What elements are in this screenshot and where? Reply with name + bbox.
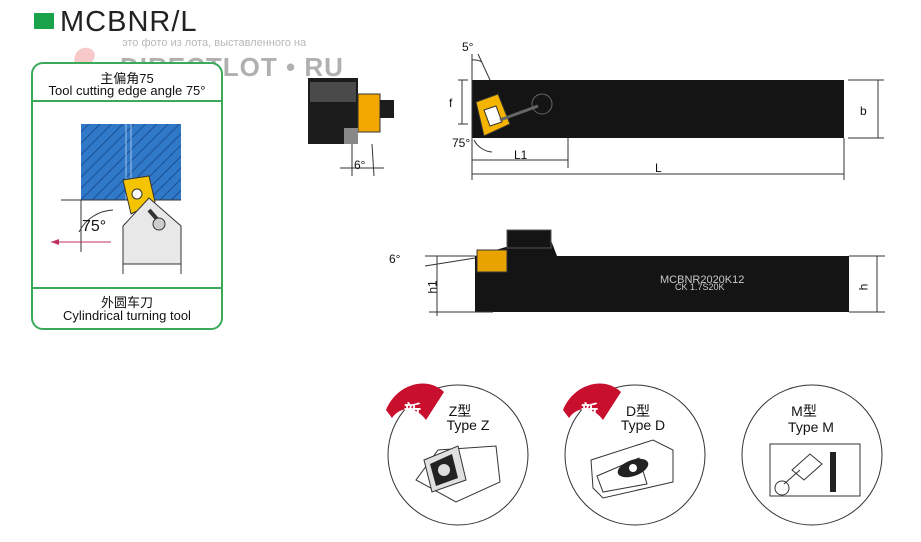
- svg-text:CK 1.7S20K: CK 1.7S20K: [675, 282, 725, 292]
- side-angle-label: 6°: [354, 158, 366, 172]
- dimension-f-label: f: [449, 96, 453, 110]
- tool-top-view: [458, 53, 884, 180]
- tool-end-view: [308, 78, 394, 177]
- cutting-diagram: [51, 124, 182, 274]
- panel-bottom-divider: [31, 287, 223, 289]
- corner-angle-label: 75°: [452, 136, 471, 150]
- type-d-diagram: [563, 383, 706, 526]
- dimension-h1-label: h1: [425, 280, 440, 294]
- panel-top-divider: [31, 100, 223, 102]
- dimension-b-label: b: [860, 104, 867, 118]
- page-title: MCBNR/L: [60, 6, 198, 38]
- type-z-badge: 新: [404, 402, 421, 421]
- type-d-badge: 新: [581, 402, 598, 421]
- angle-caption-cn: 主偏角75: [100, 71, 154, 86]
- title-color-box: [34, 13, 54, 29]
- dimension-L1-label: L1: [514, 148, 528, 162]
- footer-caption-cn: 外圆车刀: [100, 295, 153, 310]
- panel-angle-label: 75°: [82, 218, 107, 235]
- type-z-cn: Z型: [448, 403, 472, 419]
- footer-caption-en: Cylindrical turning tool: [63, 308, 191, 323]
- dimension-L-label: L: [655, 161, 662, 175]
- type-m-cn: M型: [791, 403, 817, 419]
- type-z-diagram: [386, 383, 529, 526]
- type-z-en: Type Z: [446, 417, 490, 433]
- holder-marking: MCBNR2020K12: [660, 274, 745, 286]
- type-d-en: Type D: [620, 417, 666, 433]
- type-m-en: Type M: [788, 419, 834, 435]
- tool-side-view: CK 1.7S20K: [424, 229, 885, 316]
- angle-caption-en: Tool cutting edge angle 75°: [48, 83, 206, 98]
- type-d-cn: D型: [625, 403, 651, 419]
- front-angle-label: 6°: [389, 252, 401, 266]
- type-m-diagram: [741, 384, 883, 526]
- watermark-caption: это фото из лота, выставленного на: [122, 37, 307, 49]
- top-angle-label: 5°: [462, 40, 474, 54]
- dimension-h-label: h: [856, 283, 871, 291]
